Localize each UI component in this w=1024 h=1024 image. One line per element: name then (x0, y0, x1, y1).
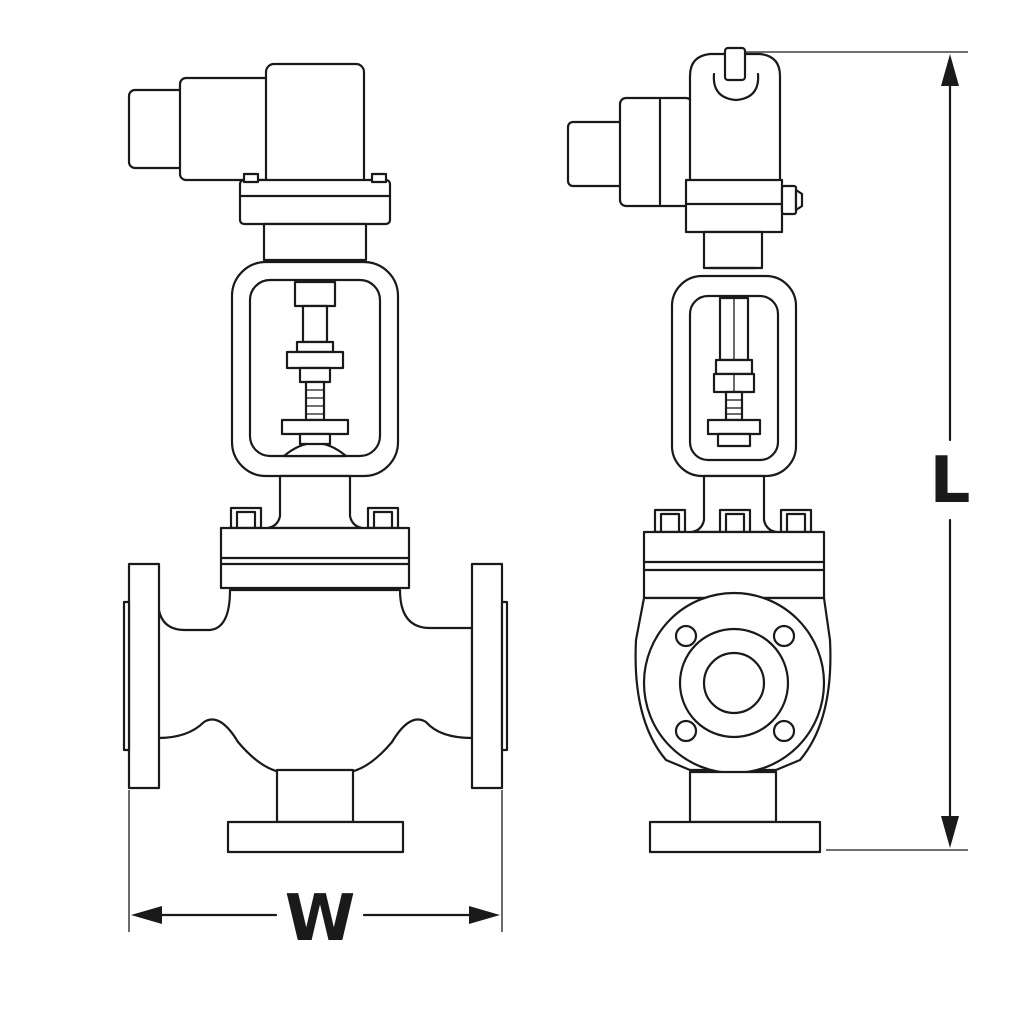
front-neck (266, 474, 364, 530)
front-body (156, 588, 474, 774)
side-actuator (566, 46, 804, 270)
side-flange (642, 591, 826, 775)
front-bonnet (219, 526, 411, 590)
side-bonnet (642, 530, 826, 600)
front-base (226, 768, 405, 854)
front-actuator (127, 62, 392, 262)
side-yoke (670, 274, 798, 478)
front-yoke (230, 260, 400, 478)
width-label: W (285, 882, 356, 956)
front-left-flange (122, 562, 161, 790)
side-bolts (653, 508, 813, 534)
side-base (648, 770, 822, 854)
front-view (122, 62, 509, 854)
side-view (566, 46, 832, 854)
width-dimension: W (128, 790, 503, 956)
length-dimension: L (745, 51, 971, 851)
front-right-flange (470, 562, 509, 790)
length-label: L (930, 444, 971, 518)
